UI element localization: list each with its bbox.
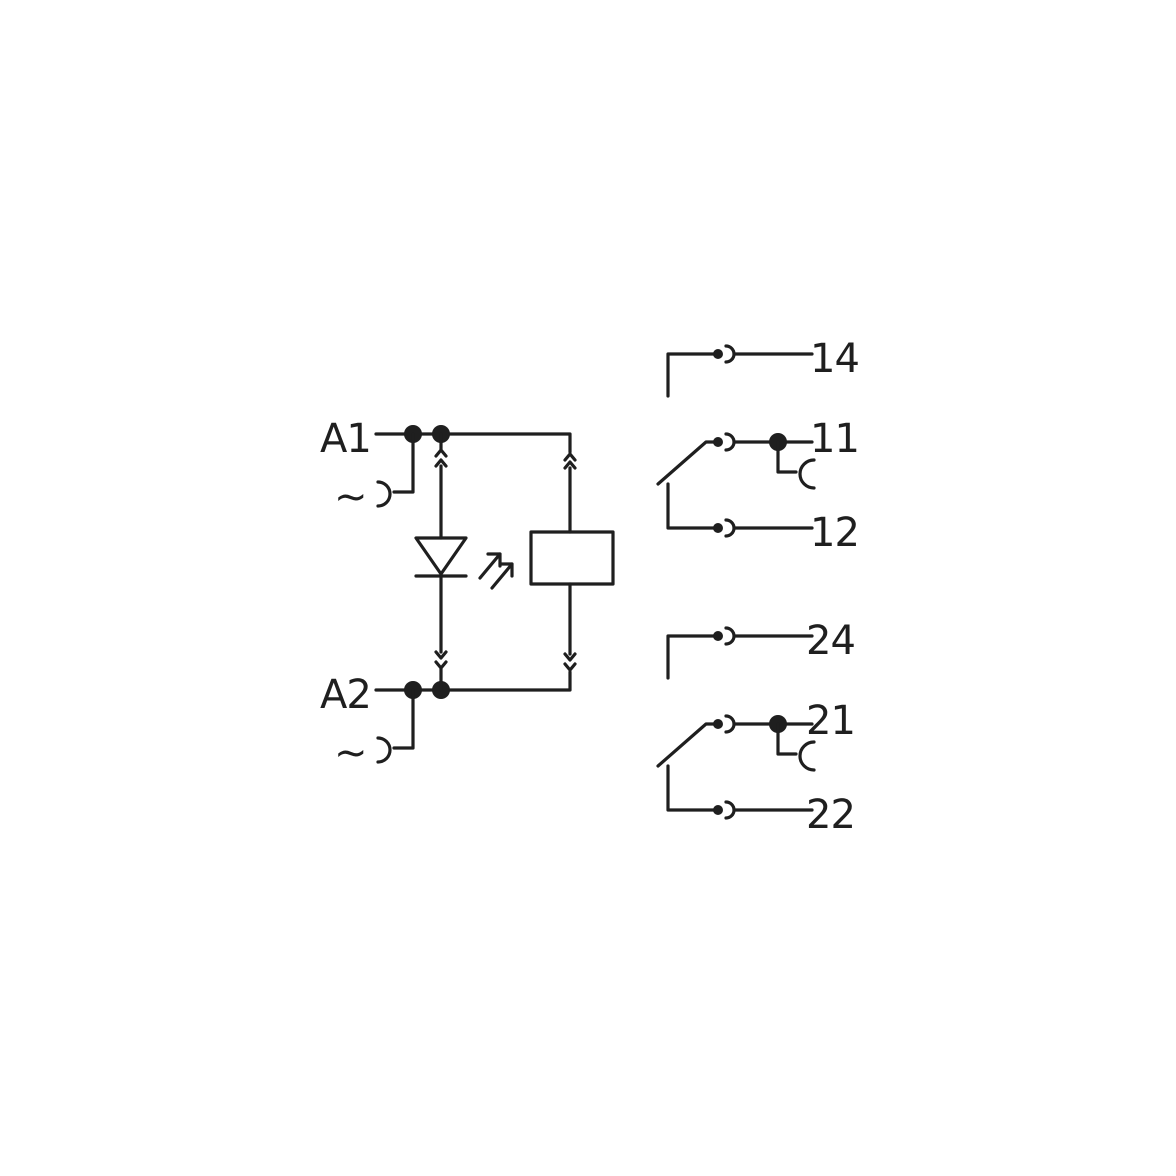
plug-terminal-icon xyxy=(434,650,448,660)
terminal-dot xyxy=(713,437,723,447)
nc-contact-22 xyxy=(666,764,720,812)
a2-ac-symbol: ~ xyxy=(334,730,368,776)
a1-ac-symbol: ~ xyxy=(334,474,368,520)
no-contact-24 xyxy=(666,634,720,680)
changeover-contact-icon xyxy=(656,440,720,486)
test-plug-11 xyxy=(776,440,816,490)
plug-terminal-icon xyxy=(563,460,577,534)
coil-branch xyxy=(529,452,615,672)
terminal-label-12: 12 xyxy=(810,510,859,556)
plug-terminal-icon xyxy=(434,432,448,458)
terminal-label-a1: A1 xyxy=(320,416,371,462)
a2-ac-plug-icon xyxy=(376,736,392,764)
plug-terminal-icon xyxy=(434,458,448,468)
a2-ac-plug-wire xyxy=(392,688,415,750)
changeover-contact-icon xyxy=(656,722,720,768)
plug-terminal-icon xyxy=(563,662,577,672)
nc-contact-12 xyxy=(666,482,720,530)
terminal-label-a2: A2 xyxy=(320,672,371,718)
contact-set-2: 24 21 22 xyxy=(656,618,856,838)
led-diode-icon xyxy=(414,536,514,590)
plug-terminal-icon xyxy=(724,800,814,820)
plug-terminal-icon xyxy=(563,452,577,462)
plug-terminal-icon xyxy=(724,518,814,538)
terminal-dot xyxy=(713,523,723,533)
coil-circuit: A1 A2 ~ ~ xyxy=(320,416,615,776)
terminal-label-14: 14 xyxy=(810,336,859,382)
led-branch xyxy=(414,432,514,692)
terminal-dot xyxy=(713,631,723,641)
a1-ac-plug-icon xyxy=(376,480,392,508)
terminal-dot xyxy=(713,349,723,359)
plug-terminal-icon xyxy=(563,582,577,662)
no-contact-14 xyxy=(666,352,720,398)
test-plug-21 xyxy=(776,722,816,772)
terminal-dot xyxy=(713,719,723,729)
terminal-dot xyxy=(713,805,723,815)
a1-ac-plug-wire xyxy=(392,432,415,494)
terminal-label-11: 11 xyxy=(810,416,859,462)
contact-set-1: 14 11 12 xyxy=(656,336,860,556)
terminal-label-24: 24 xyxy=(806,618,855,664)
plug-terminal-icon xyxy=(724,626,814,646)
relay-coil-icon xyxy=(529,530,615,586)
terminal-label-21: 21 xyxy=(806,698,855,744)
plug-terminal-icon xyxy=(724,344,814,364)
terminal-label-22: 22 xyxy=(806,792,855,838)
plug-terminal-icon xyxy=(434,660,448,692)
